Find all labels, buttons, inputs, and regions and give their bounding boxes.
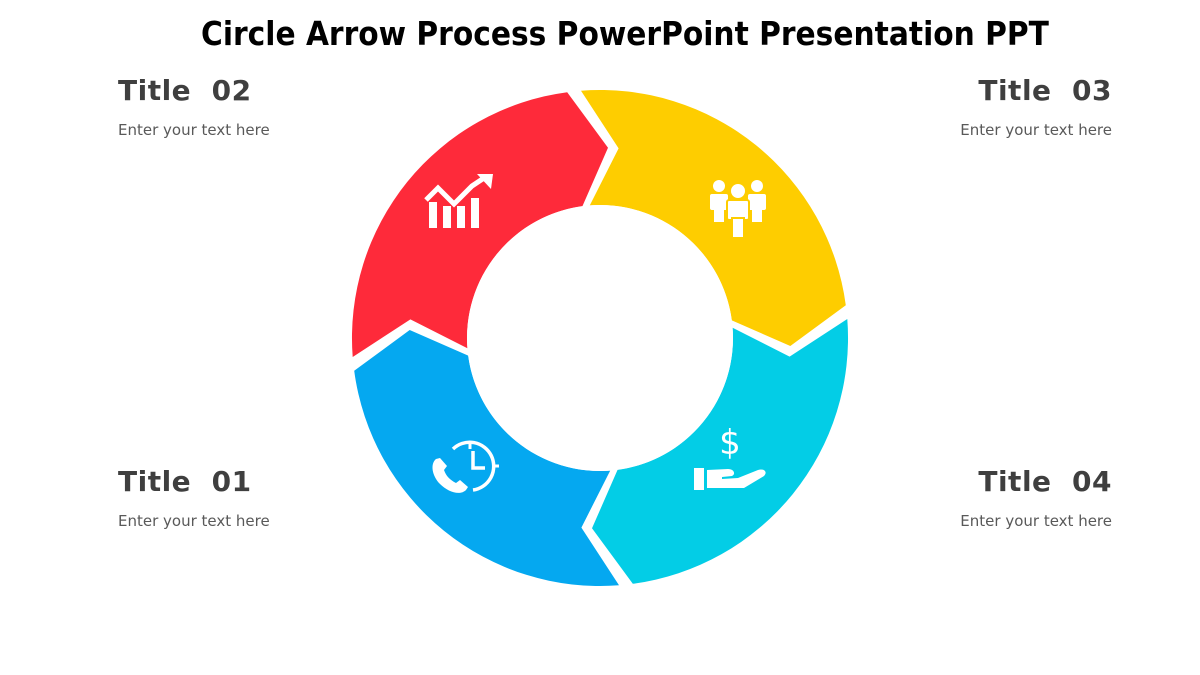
phone-clock-icon xyxy=(432,440,499,493)
step-03-title: Title 03 xyxy=(978,74,1112,107)
hand-dollar-icon: $ xyxy=(694,423,766,490)
step-04-block: Title 04 Enter your text here xyxy=(852,465,1112,530)
step-01-block: Title 01 Enter your text here xyxy=(118,465,378,530)
step-03-block: Title 03 Enter your text here xyxy=(852,74,1112,139)
step-03-text: Enter your text here xyxy=(960,121,1112,139)
step-04-title: Title 04 xyxy=(978,465,1112,498)
step-01-title: Title 01 xyxy=(118,465,252,498)
step-01-text: Enter your text here xyxy=(118,512,270,530)
svg-text:$: $ xyxy=(719,423,741,463)
ring-segment-step-01 xyxy=(354,330,619,587)
team-people-icon xyxy=(710,180,766,239)
ring-segment-step-03 xyxy=(581,89,846,346)
step-04-text: Enter your text here xyxy=(960,512,1112,530)
ring-segment-step-04 xyxy=(592,319,849,584)
ring-segments xyxy=(351,89,849,587)
step-02-block: Title 02 Enter your text here xyxy=(118,74,378,139)
step-02-text: Enter your text here xyxy=(118,121,270,139)
growth-chart-icon xyxy=(424,174,493,228)
step-02-title: Title 02 xyxy=(118,74,252,107)
slide-title: Circle Arrow Process PowerPoint Presenta… xyxy=(201,14,1049,53)
ring-segment-step-02 xyxy=(351,92,608,357)
ring-center-hole xyxy=(467,205,733,471)
